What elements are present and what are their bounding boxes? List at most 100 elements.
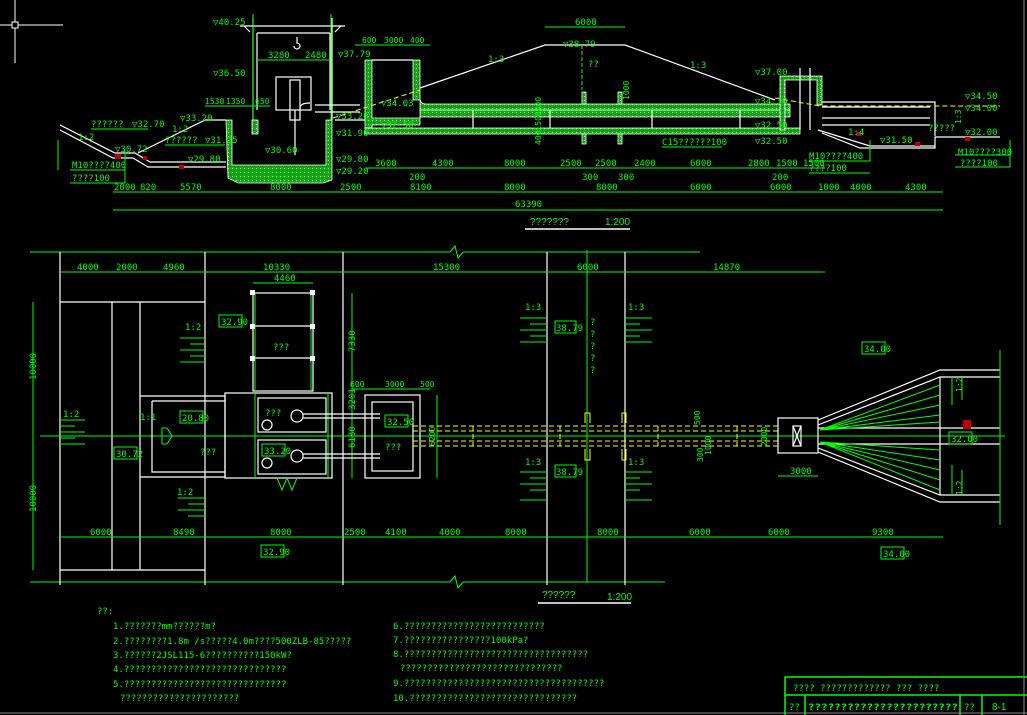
dim: 4300 bbox=[432, 159, 454, 169]
plan-dim-top: 4000 2000 4960 10330 15300 6000 14870 bbox=[77, 263, 740, 273]
dim-6180: 6180 bbox=[348, 426, 358, 448]
post-dim: 1000 bbox=[622, 81, 631, 100]
dim-4460: 4460 bbox=[274, 274, 296, 284]
elev-32-50b: ▽32.50 bbox=[755, 121, 788, 131]
dam-char: ? bbox=[590, 366, 595, 376]
m10-note: M10????400 bbox=[809, 152, 863, 162]
level-32-00: 32.00 bbox=[951, 435, 978, 445]
elev-32-50: ▽32.50 bbox=[381, 121, 414, 131]
level-20-80: 20.80 bbox=[182, 414, 209, 424]
dim-6200: 6200 bbox=[428, 427, 437, 446]
dim-3000: 3000 bbox=[384, 36, 403, 45]
dim: 2500 bbox=[595, 159, 617, 169]
m10-note-sub: ????100 bbox=[809, 164, 847, 174]
dam-char: ? bbox=[590, 330, 595, 340]
dim-3280: 3280 bbox=[268, 51, 290, 61]
elev-33-20b: ▽33.20 bbox=[336, 112, 369, 122]
elev-34-03: ▽34.03 bbox=[381, 99, 414, 109]
dim-300: 300 bbox=[696, 447, 705, 462]
dim-1530: 1530 bbox=[205, 97, 224, 106]
dim: 8490 bbox=[173, 528, 195, 538]
dim-6000: 6000 bbox=[575, 18, 597, 28]
plan-view: 4000 2000 4960 10330 15300 6000 14870 44… bbox=[29, 244, 1005, 604]
level-33-20: 33.20 bbox=[264, 447, 291, 457]
slope-label: 1:3 bbox=[488, 55, 504, 65]
slope-label: 1:2 bbox=[955, 377, 964, 392]
dam-char: ? bbox=[590, 342, 595, 352]
m10-note-sub: ????100 bbox=[960, 159, 998, 169]
plan-title: ?????? bbox=[542, 590, 576, 601]
m10-note: M10????400 bbox=[72, 161, 126, 171]
note-item: ?????????????????????????????? bbox=[400, 664, 563, 674]
elev-34-30: ▽34.30 bbox=[755, 97, 788, 107]
m10-note-sub: ????100 bbox=[72, 174, 110, 184]
longitudinal-section: 3280 2480 1530 1350 650 ▽40.25 ▽36.50 ▽3… bbox=[57, 14, 1012, 230]
elev-32-70: ▽32.70 bbox=[132, 120, 165, 130]
dim: 820 bbox=[140, 183, 156, 193]
dim: 8000 bbox=[505, 528, 527, 538]
dim: 2000 bbox=[114, 183, 136, 193]
dim-3000: 3000 bbox=[385, 380, 404, 389]
elev-36-50: ▽36.50 bbox=[213, 69, 246, 79]
elev-30-60: ▽30.60 bbox=[265, 146, 298, 156]
title-block-row1: ???? ????????????? ??? ???? bbox=[793, 684, 939, 694]
note-item: ?????????????????????? bbox=[120, 694, 239, 704]
dim: 2800 bbox=[748, 159, 770, 169]
dim-10000: 10000 bbox=[29, 353, 39, 380]
dim: 2400 bbox=[634, 159, 656, 169]
slope-label: 1:3 bbox=[954, 109, 963, 124]
wall-thickness-dim: 4001500400 bbox=[534, 97, 543, 145]
water-level-label: ?????? bbox=[165, 136, 198, 146]
dim: 1500 bbox=[776, 159, 798, 169]
dam-char: ? bbox=[590, 354, 595, 364]
dim: 8000 bbox=[504, 159, 526, 169]
dim: 6000 bbox=[577, 263, 599, 273]
total-length-dim: 63390 bbox=[515, 200, 542, 210]
elev-30-72: ▽30.72 bbox=[115, 145, 148, 155]
note-item: 6.?????????????????????????? bbox=[393, 622, 545, 632]
dim-500: 500 bbox=[693, 410, 702, 425]
dim: 14870 bbox=[713, 263, 740, 273]
dim-1350: 1350 bbox=[226, 97, 245, 106]
dim: 5570 bbox=[180, 183, 202, 193]
elev-29-20: ▽29.20 bbox=[336, 167, 369, 177]
level-38-79: 38.79 bbox=[556, 324, 583, 334]
elev-38-79: ▽38.79 bbox=[563, 40, 596, 50]
dim: 10330 bbox=[263, 263, 290, 273]
dim-1000: 1000 bbox=[704, 436, 713, 455]
dim-10000: 10000 bbox=[29, 485, 39, 512]
elev-34-50: ▽34.50 bbox=[965, 92, 998, 102]
sheet-number: 8-1 bbox=[992, 702, 1007, 713]
dim: 6000 bbox=[770, 183, 792, 193]
dim: 8000 bbox=[270, 183, 292, 193]
crosshair-cursor-icon bbox=[0, 0, 63, 63]
note-item: 2.????????1.8m /s?????4.0m????500ZLB-85?… bbox=[113, 637, 351, 647]
note-item: 8.?????????????????????????????????? bbox=[393, 650, 588, 660]
c15-note: C15??????100 bbox=[662, 138, 727, 148]
dim: 1500 bbox=[803, 159, 825, 169]
note-item: 10.??????????????????????????????? bbox=[393, 694, 577, 704]
dim: 4960 bbox=[163, 263, 185, 273]
slope-label: 1:3 bbox=[628, 458, 644, 468]
dim: 4000 bbox=[850, 183, 872, 193]
slope-label: 1:2 bbox=[177, 488, 193, 498]
inlet-label: ??? bbox=[200, 448, 216, 458]
dim: 4300 bbox=[905, 183, 927, 193]
elev-34-00: ▽34.00 bbox=[965, 104, 998, 114]
level-34-00: 34.00 bbox=[864, 345, 891, 355]
dim: 200 bbox=[409, 173, 425, 183]
note-item: 5.?????????????????????????????? bbox=[113, 680, 286, 690]
drawing-title: ??????????????????????? bbox=[808, 703, 958, 713]
dim: 2500 bbox=[560, 159, 582, 169]
slope-label: 1:4 bbox=[848, 128, 864, 138]
slope-label: 1:3 bbox=[690, 61, 706, 71]
pump-room-label: ??? bbox=[265, 409, 281, 419]
dim-2480: 2480 bbox=[305, 51, 327, 61]
note-item: 9.????????????????????????????????????? bbox=[393, 679, 604, 689]
elev-33-20: ▽33.20 bbox=[180, 114, 213, 124]
general-notes: ??: 1.???????mm??????m? 2.????????1.8m /… bbox=[97, 607, 604, 704]
level-34-00: 34.00 bbox=[883, 550, 910, 560]
dim: 300 bbox=[582, 173, 598, 183]
